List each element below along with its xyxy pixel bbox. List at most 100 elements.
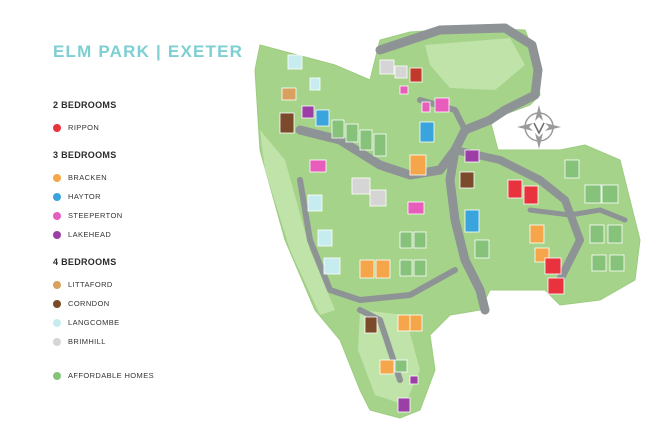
bracken-swatch-icon [53, 173, 61, 182]
legend-label: RIPPON [68, 123, 100, 132]
plot-lakehead [409, 375, 419, 385]
road-spine [445, 115, 495, 315]
plot-bracken [397, 314, 411, 332]
legend-label: HAYTOR [68, 192, 101, 201]
legend-label: LANGCOMBE [68, 318, 120, 327]
road-south-west [297, 177, 458, 303]
plot-haytor [464, 209, 480, 233]
plot-corndon [279, 112, 295, 134]
plot-affordable [584, 184, 602, 204]
legend-label: BRIMHILL [68, 337, 106, 346]
plot-affordable [474, 239, 490, 259]
plot-affordable [399, 259, 413, 277]
legend-item-steeperton: STEEPERTON [53, 206, 223, 225]
legend-label: STEEPERTON [68, 211, 123, 220]
plot-bracken [529, 224, 545, 244]
plot-langcombe [317, 229, 333, 247]
plot-rippon [544, 257, 562, 275]
plot-steeperton [407, 201, 425, 215]
road-east-lane [527, 207, 628, 223]
legend-item-langcombe: LANGCOMBE [53, 313, 223, 332]
road-east [451, 146, 584, 284]
housing-plots [279, 54, 625, 413]
plot-rippon [507, 179, 523, 199]
legend-item-rippon: RIPPON [53, 118, 223, 137]
legend-heading: 3 BEDROOMS [53, 150, 117, 160]
plot-affordable [591, 254, 607, 272]
plot-lakehead [399, 85, 409, 95]
legend-group-4-bed: 4 BEDROOMS LITTAFORD CORNDON LANGCOMBE B… [53, 257, 223, 351]
plot-corndon [459, 171, 475, 189]
plot-affordable [601, 184, 619, 204]
plot-langcombe [323, 257, 341, 275]
legend-label: LITTAFORD [68, 280, 113, 289]
plot-langcombe [307, 194, 323, 212]
plot-lakehead [464, 149, 480, 163]
open-space-north [425, 38, 525, 90]
affordable-homes-swatch-icon [53, 371, 61, 380]
plot-lakehead [421, 101, 431, 113]
plot-bracken [375, 259, 391, 279]
legend-item-haytor: HAYTOR [53, 187, 223, 206]
plot-steeperton [434, 97, 450, 113]
plot-bracken [379, 359, 395, 375]
plot-brimhill [351, 177, 371, 195]
plot-rippon [547, 277, 565, 295]
legend-group-2-bed: 2 BEDROOMS RIPPON [53, 100, 223, 137]
road-north-branch [417, 97, 468, 133]
plot-steeperton [309, 159, 327, 173]
steeperton-swatch-icon [53, 211, 61, 220]
plot-affordable [394, 359, 408, 373]
plot-corndon [409, 67, 423, 83]
plot-lakehead [301, 105, 315, 119]
plot-affordable [359, 129, 373, 151]
legend-item-littaford: LITTAFORD [53, 275, 223, 294]
brimhill-swatch-icon [53, 337, 61, 346]
plot-affordable [564, 159, 580, 179]
plot-affordable [331, 119, 345, 139]
langcombe-swatch-icon [53, 318, 61, 327]
plot-haytor [315, 109, 330, 127]
plot-bracken [409, 314, 423, 332]
site-plan-map [254, 23, 641, 419]
plot-haytor [419, 121, 435, 143]
legend-label: AFFORDABLE HOMES [68, 371, 154, 380]
plot-affordable [399, 231, 413, 249]
plot-langcombe [287, 54, 303, 70]
plot-bracken [409, 154, 427, 176]
plot-affordable [373, 133, 387, 157]
legend-item-bracken: BRACKEN [53, 168, 223, 187]
rippon-swatch-icon [53, 123, 61, 132]
compass-rose-icon [517, 105, 561, 149]
open-space-west [260, 130, 335, 315]
legend-label: LAKEHEAD [68, 230, 112, 239]
legend-label: BRACKEN [68, 173, 108, 182]
legend-group-3-bed: 3 BEDROOMS BRACKEN HAYTOR STEEPERTON LAK… [53, 150, 223, 244]
legend-heading: 4 BEDROOMS [53, 257, 117, 267]
plot-brimhill [369, 189, 387, 207]
legend-item-brimhill: BRIMHILL [53, 332, 223, 351]
plot-lakehead [397, 397, 411, 413]
plot-affordable [589, 224, 605, 244]
plot-affordable [607, 224, 623, 244]
open-space-south [358, 310, 420, 405]
legend-item-lakehead: LAKEHEAD [53, 225, 223, 244]
lakehead-swatch-icon [53, 230, 61, 239]
legend-item-affordable-homes: AFFORDABLE HOMES [53, 366, 223, 385]
legend-heading: 2 BEDROOMS [53, 100, 117, 110]
plot-corndon [364, 316, 378, 334]
legend-item-corndon: CORNDON [53, 294, 223, 313]
plot-affordable [345, 123, 359, 143]
plot-affordable [413, 231, 427, 249]
corndon-swatch-icon [53, 299, 61, 308]
page-title: ELM PARK | EXETER [53, 42, 244, 61]
haytor-swatch-icon [53, 192, 61, 201]
road-north-loop [375, 23, 543, 125]
legend: 2 BEDROOMS RIPPON 3 BEDROOMS BRACKEN HAY… [53, 100, 223, 385]
plot-rippon [523, 185, 539, 205]
plot-langcombe [309, 77, 321, 91]
legend-label: CORNDON [68, 299, 110, 308]
plot-affordable [413, 259, 427, 277]
plot-affordable [609, 254, 625, 272]
plot-littaford [281, 87, 297, 101]
